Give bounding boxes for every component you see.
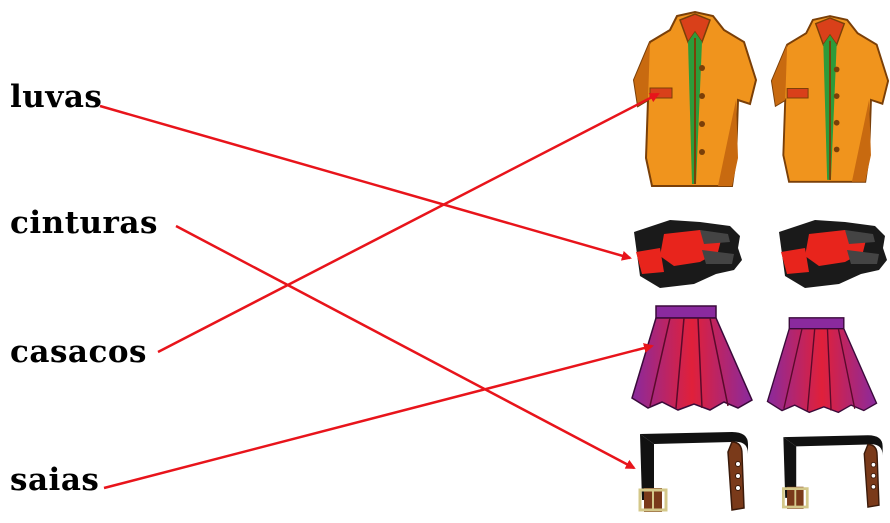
skirt-icon	[631, 305, 753, 411]
gloves-icon	[779, 220, 887, 288]
belt-icon	[638, 432, 748, 512]
word-luvas: luvas	[10, 79, 103, 115]
arrow-luvas-gloves	[99, 104, 632, 261]
skirt-icon	[766, 317, 878, 414]
word-saias: saias	[10, 462, 100, 498]
arrow-casacos-coat	[157, 92, 660, 354]
arrow-saias-skirt	[103, 343, 654, 490]
belt-icon	[781, 435, 883, 509]
gloves-icon	[634, 220, 742, 288]
coat-icon	[770, 15, 890, 183]
word-casacos: casacos	[10, 334, 148, 370]
word-cinturas: cinturas	[10, 205, 158, 241]
coat-icon	[632, 10, 758, 187]
arrow-cinturas-belt	[175, 224, 636, 470]
